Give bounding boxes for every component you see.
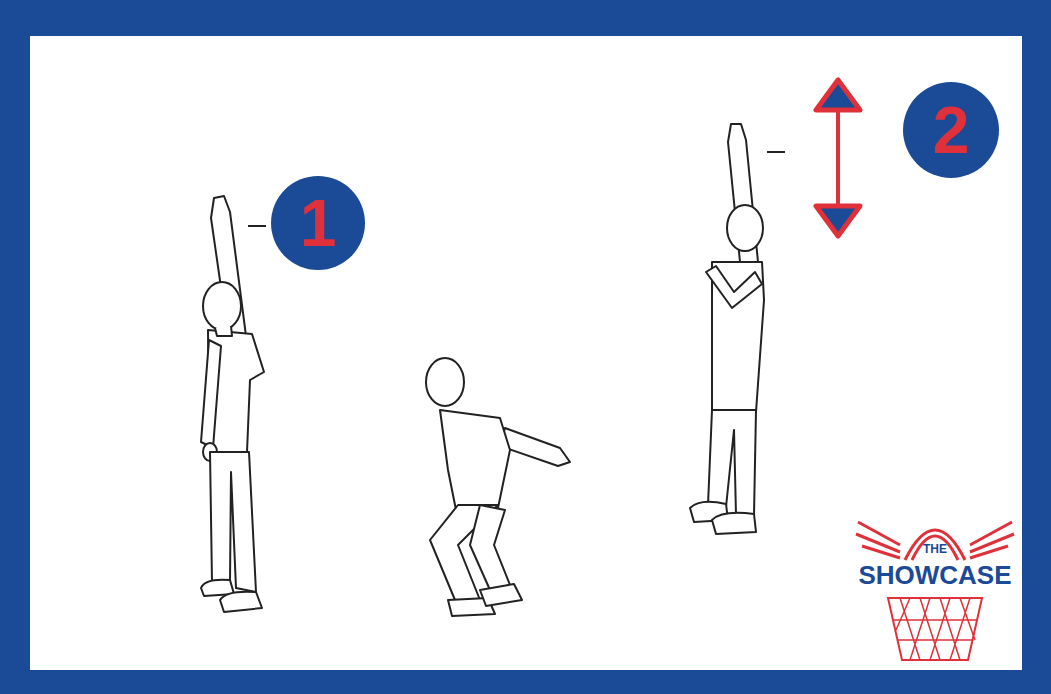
leader-line — [767, 151, 785, 153]
logo-text: SHOWCASE — [852, 562, 1018, 588]
callout-number: 1 — [300, 190, 337, 256]
panel — [30, 36, 1022, 670]
circle-fill — [903, 82, 999, 178]
standing-figure — [201, 196, 264, 612]
callout-circle: 1 — [271, 176, 365, 270]
height-arrow — [816, 80, 860, 236]
leader-line — [248, 225, 266, 227]
logo-graphic — [856, 522, 1014, 660]
jumping-figure — [690, 124, 764, 534]
logo-text: THE — [905, 543, 965, 555]
callout-number: 2 — [933, 97, 970, 163]
callout-circle: 2 — [903, 82, 999, 178]
crouching-figure — [426, 358, 570, 616]
circle-fill — [271, 176, 365, 270]
